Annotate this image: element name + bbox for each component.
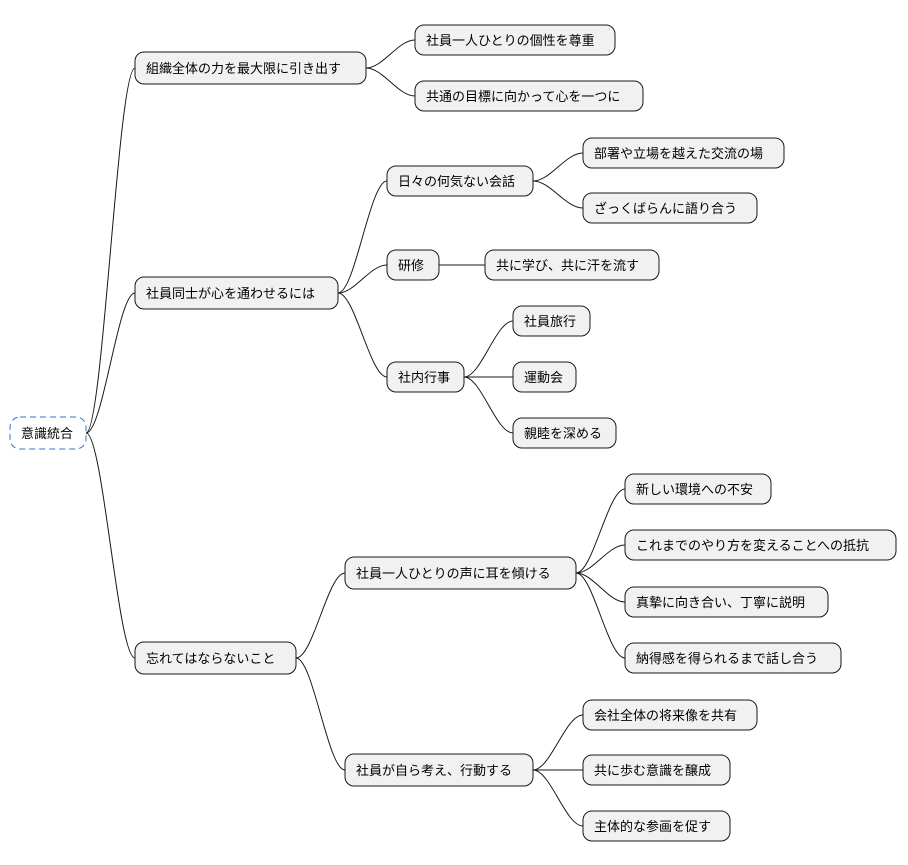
mindmap-node-2-1-1: 共に歩む意識を醸成 bbox=[582, 754, 731, 786]
edge-2-0-to-2-0-1 bbox=[575, 544, 626, 574]
mindmap-node-2-0-2: 真摯に向き合い、丁寧に説明 bbox=[624, 586, 829, 618]
mindmap-node-0-0: 社員一人ひとりの個性を尊重 bbox=[414, 24, 616, 56]
node-label: 忘れてはならないこと bbox=[146, 652, 275, 667]
edge-2-0-to-2-0-0 bbox=[575, 488, 626, 574]
node-label: 親睦を深める bbox=[524, 426, 602, 442]
node-box bbox=[624, 473, 772, 505]
node-label: 真摯に向き合い、丁寧に説明 bbox=[636, 595, 805, 611]
node-box bbox=[344, 753, 534, 787]
node-box bbox=[624, 529, 897, 561]
edge-1-to-1-1 bbox=[337, 264, 388, 294]
node-box bbox=[512, 305, 591, 337]
mindmap-root-node: 意識統合 bbox=[9, 416, 87, 450]
node-label: 社員が自ら考え、行動する bbox=[356, 763, 512, 779]
edge-1-to-1-0 bbox=[337, 180, 388, 294]
node-box bbox=[582, 137, 785, 169]
node-label: 研修 bbox=[398, 259, 424, 274]
edge-1-0-to-1-0-1 bbox=[532, 180, 584, 209]
edge-0-to-0-1 bbox=[365, 67, 416, 97]
edge-root-to-1 bbox=[85, 292, 136, 434]
node-label: 共通の目標に向かって心を一つに bbox=[426, 89, 620, 105]
node-box bbox=[386, 165, 534, 197]
mindmap-node-1-2-1: 運動会 bbox=[512, 361, 577, 393]
node-label: 新しい環境への不安 bbox=[636, 482, 753, 498]
node-label: 日々の何気ない会話 bbox=[398, 174, 515, 190]
node-label: 共に学び、共に汗を流す bbox=[496, 258, 639, 274]
mindmap-node-2: 忘れてはならないこと bbox=[134, 641, 297, 675]
node-label: 納得感を得られるまで話し合う bbox=[636, 651, 818, 667]
node-label: 社員一人ひとりの個性を尊重 bbox=[426, 33, 595, 49]
mindmap-node-2-1-2: 主体的な参画を促す bbox=[582, 810, 731, 842]
mindmap-node-1-0-1: ざっくばらんに語り合う bbox=[582, 192, 758, 224]
node-label: これまでのやり方を変えることへの抵抗 bbox=[636, 538, 869, 554]
node-label: ざっくばらんに語り合う bbox=[594, 201, 737, 217]
node-label: 会社全体の将来像を共有 bbox=[594, 708, 737, 724]
node-box bbox=[134, 641, 297, 675]
mindmap-node-1-0-0: 部署や立場を越えた交流の場 bbox=[582, 137, 785, 169]
edge-1-0-to-1-0-0 bbox=[532, 152, 584, 182]
node-box bbox=[582, 754, 731, 786]
edge-1-2-to-1-2-2 bbox=[463, 376, 514, 434]
mindmap-nodes: 意識統合 組織全体の力を最大限に引き出す 社員一人ひとりの個性を尊重共通の目標に向か… bbox=[9, 24, 897, 842]
node-label: 運動会 bbox=[524, 371, 563, 386]
mindmap-edges bbox=[85, 39, 626, 827]
mindmap-node-1-2-2: 親睦を深める bbox=[512, 417, 617, 449]
node-box bbox=[624, 586, 829, 618]
node-box bbox=[484, 249, 660, 281]
node-box bbox=[134, 51, 367, 85]
node-box bbox=[582, 192, 758, 224]
mindmap-node-0: 組織全体の力を最大限に引き出す bbox=[134, 51, 367, 85]
node-box bbox=[512, 417, 617, 449]
node-label: 共に歩む意識を醸成 bbox=[594, 763, 711, 779]
node-label: 主体的な参画を促す bbox=[594, 819, 711, 835]
node-box bbox=[414, 24, 616, 56]
edge-2-1-to-2-1-0 bbox=[532, 714, 584, 771]
edge-1-to-1-2 bbox=[337, 292, 388, 378]
edge-2-0-to-2-0-3 bbox=[575, 572, 626, 659]
edge-root-to-2 bbox=[85, 432, 136, 659]
node-box bbox=[582, 699, 758, 731]
node-label: 社員一人ひとりの声に耳を傾ける bbox=[356, 566, 551, 582]
root-node-box bbox=[9, 416, 87, 450]
mindmap-node-2-0-1: これまでのやり方を変えることへの抵抗 bbox=[624, 529, 897, 561]
node-box bbox=[134, 276, 339, 310]
mindmap-node-1-1-0: 共に学び、共に汗を流す bbox=[484, 249, 660, 281]
mindmap-node-0-1: 共通の目標に向かって心を一つに bbox=[414, 80, 644, 112]
edge-root-to-0 bbox=[85, 67, 136, 434]
edge-0-to-0-0 bbox=[365, 39, 416, 69]
mindmap-node-1-2: 社内行事 bbox=[386, 361, 465, 393]
node-label: 社員旅行 bbox=[524, 314, 576, 330]
node-box bbox=[386, 361, 465, 393]
node-label: 社員同士が心を通わせるには bbox=[146, 286, 315, 302]
node-label: 社内行事 bbox=[398, 370, 450, 386]
node-box bbox=[582, 810, 731, 842]
node-label: 部署や立場を越えた交流の場 bbox=[594, 146, 763, 162]
node-box bbox=[624, 642, 842, 674]
mindmap-node-2-1-0: 会社全体の将来像を共有 bbox=[582, 699, 758, 731]
mindmap-node-1-0: 日々の何気ない会話 bbox=[386, 165, 534, 197]
mindmap-node-2-0-3: 納得感を得られるまで話し合う bbox=[624, 642, 842, 674]
mindmap-node-1: 社員同士が心を通わせるには bbox=[134, 276, 339, 310]
mindmap-node-1-1: 研修 bbox=[386, 249, 440, 281]
node-label: 組織全体の力を最大限に引き出す bbox=[146, 61, 341, 77]
mindmap-node-2-1: 社員が自ら考え、行動する bbox=[344, 753, 534, 787]
node-box bbox=[386, 249, 440, 281]
edge-1-2-to-1-2-0 bbox=[463, 320, 514, 378]
mindmap-node-2-0-0: 新しい環境への不安 bbox=[624, 473, 772, 505]
node-box bbox=[414, 80, 644, 112]
root-node-label: 意識統合 bbox=[21, 426, 73, 442]
mindmap-node-1-2-0: 社員旅行 bbox=[512, 305, 591, 337]
edge-2-0-to-2-0-2 bbox=[575, 572, 626, 603]
node-box bbox=[344, 556, 577, 590]
mindmap-node-2-0: 社員一人ひとりの声に耳を傾ける bbox=[344, 556, 577, 590]
node-box bbox=[512, 361, 577, 393]
edge-2-to-2-0 bbox=[295, 572, 346, 659]
edge-2-1-to-2-1-2 bbox=[532, 769, 584, 827]
edge-2-to-2-1 bbox=[295, 657, 346, 771]
